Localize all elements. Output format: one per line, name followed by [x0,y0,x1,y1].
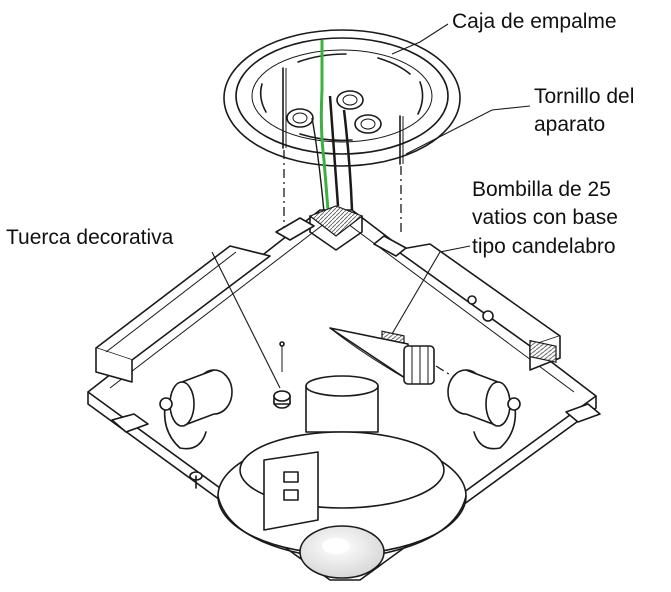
socket-right [447,369,521,450]
dome-housing [217,375,467,579]
decorative-nut [273,341,291,409]
label-bulb-line3: tipo candelabro [472,235,616,258]
leader-decorative-nut [211,251,281,389]
junction-box [223,29,461,167]
candelabra-bulb [329,327,453,385]
supply-wires [311,40,354,213]
label-fixture-screw-line2: aparato [534,113,606,136]
socket-left [159,369,233,450]
leader-fixture-screw [405,105,531,155]
label-bulb-line2: vatios con base [472,206,618,229]
label-junction-box: Caja de empalme [452,10,617,33]
wire-connectors [286,90,382,134]
label-fixture-screw-line1: Tornillo del [534,85,635,108]
leader-junction-box [391,23,449,55]
leader-bulb [391,245,471,335]
mounting-bolt [189,471,203,489]
label-decorative-nut: Tuerca decorativa [6,226,174,249]
label-bulb-line1: Bombilla de 25 [472,178,611,201]
